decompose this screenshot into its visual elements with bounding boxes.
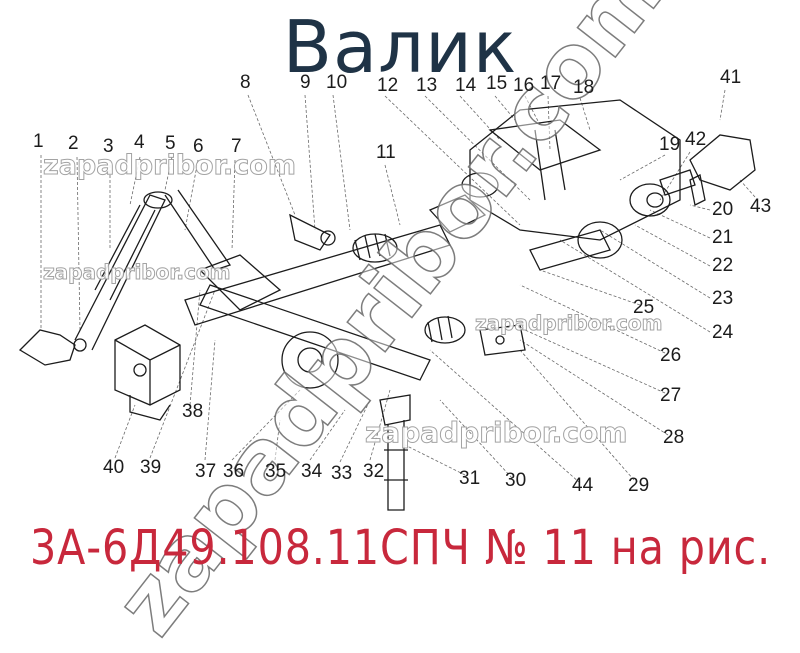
callout-4: 4 (134, 132, 145, 153)
callout-17: 17 (540, 73, 562, 94)
callout-6: 6 (193, 136, 204, 157)
watermark-4: zapadpribor.com (364, 416, 628, 450)
callout-7: 7 (231, 136, 242, 157)
callout-1: 1 (33, 131, 44, 152)
callout-5: 5 (165, 133, 176, 154)
callout-20: 20 (712, 199, 734, 220)
callout-36: 36 (223, 461, 245, 482)
callout-43: 43 (750, 196, 772, 217)
callout-33: 33 (331, 463, 353, 484)
callout-19: 19 (659, 134, 681, 155)
callout-22: 22 (712, 255, 734, 276)
callout-40: 40 (103, 457, 125, 478)
callout-13: 13 (416, 75, 438, 96)
fitting-right (479, 324, 526, 356)
callout-21: 21 (712, 227, 734, 248)
callout-2: 2 (68, 133, 79, 154)
callout-23: 23 (712, 288, 734, 309)
callout-9: 9 (300, 72, 311, 93)
callout-41: 41 (720, 67, 742, 88)
callout-26: 26 (660, 345, 682, 366)
callout-11: 11 (376, 142, 396, 163)
callout-18: 18 (573, 77, 595, 98)
callout-42: 42 (685, 129, 707, 150)
callout-3: 3 (103, 136, 114, 157)
callout-44: 44 (572, 475, 594, 496)
page-title: Валик (282, 5, 518, 89)
callout-10: 10 (326, 72, 348, 93)
callout-12: 12 (377, 75, 399, 96)
right-bracket (659, 134, 756, 206)
callout-31: 31 (459, 468, 481, 489)
exploded-assembly-drawing (18, 89, 756, 511)
linkage-left (18, 189, 232, 366)
callout-8: 8 (240, 72, 251, 93)
callout-14: 14 (455, 75, 477, 96)
watermark-3: zapadpribor.com (474, 311, 663, 336)
callout-37: 37 (195, 461, 217, 482)
vertical-rod (379, 394, 411, 511)
callout-16: 16 (513, 75, 535, 96)
callout-39: 39 (140, 457, 162, 478)
callout-24: 24 (712, 322, 734, 343)
hydraulic-block (114, 324, 181, 421)
callout-34: 34 (301, 461, 323, 482)
callout-27: 27 (660, 385, 682, 406)
gearbox (428, 99, 681, 271)
watermark-2: zapadpribor.com (42, 260, 231, 285)
callout-29: 29 (628, 475, 650, 496)
part-number: 3А-6Д49.108.11СПЧ № 11 на рис. (30, 520, 772, 576)
callout-35: 35 (265, 461, 287, 482)
callout-15: 15 (486, 73, 508, 94)
callout-30: 30 (505, 470, 527, 491)
callout-28: 28 (663, 427, 685, 448)
callout-38: 38 (182, 401, 204, 422)
central-shaft (184, 213, 466, 389)
callout-32: 32 (363, 461, 385, 482)
callout-25: 25 (633, 297, 655, 318)
watermark-1: zapadpribor.com (43, 150, 297, 182)
